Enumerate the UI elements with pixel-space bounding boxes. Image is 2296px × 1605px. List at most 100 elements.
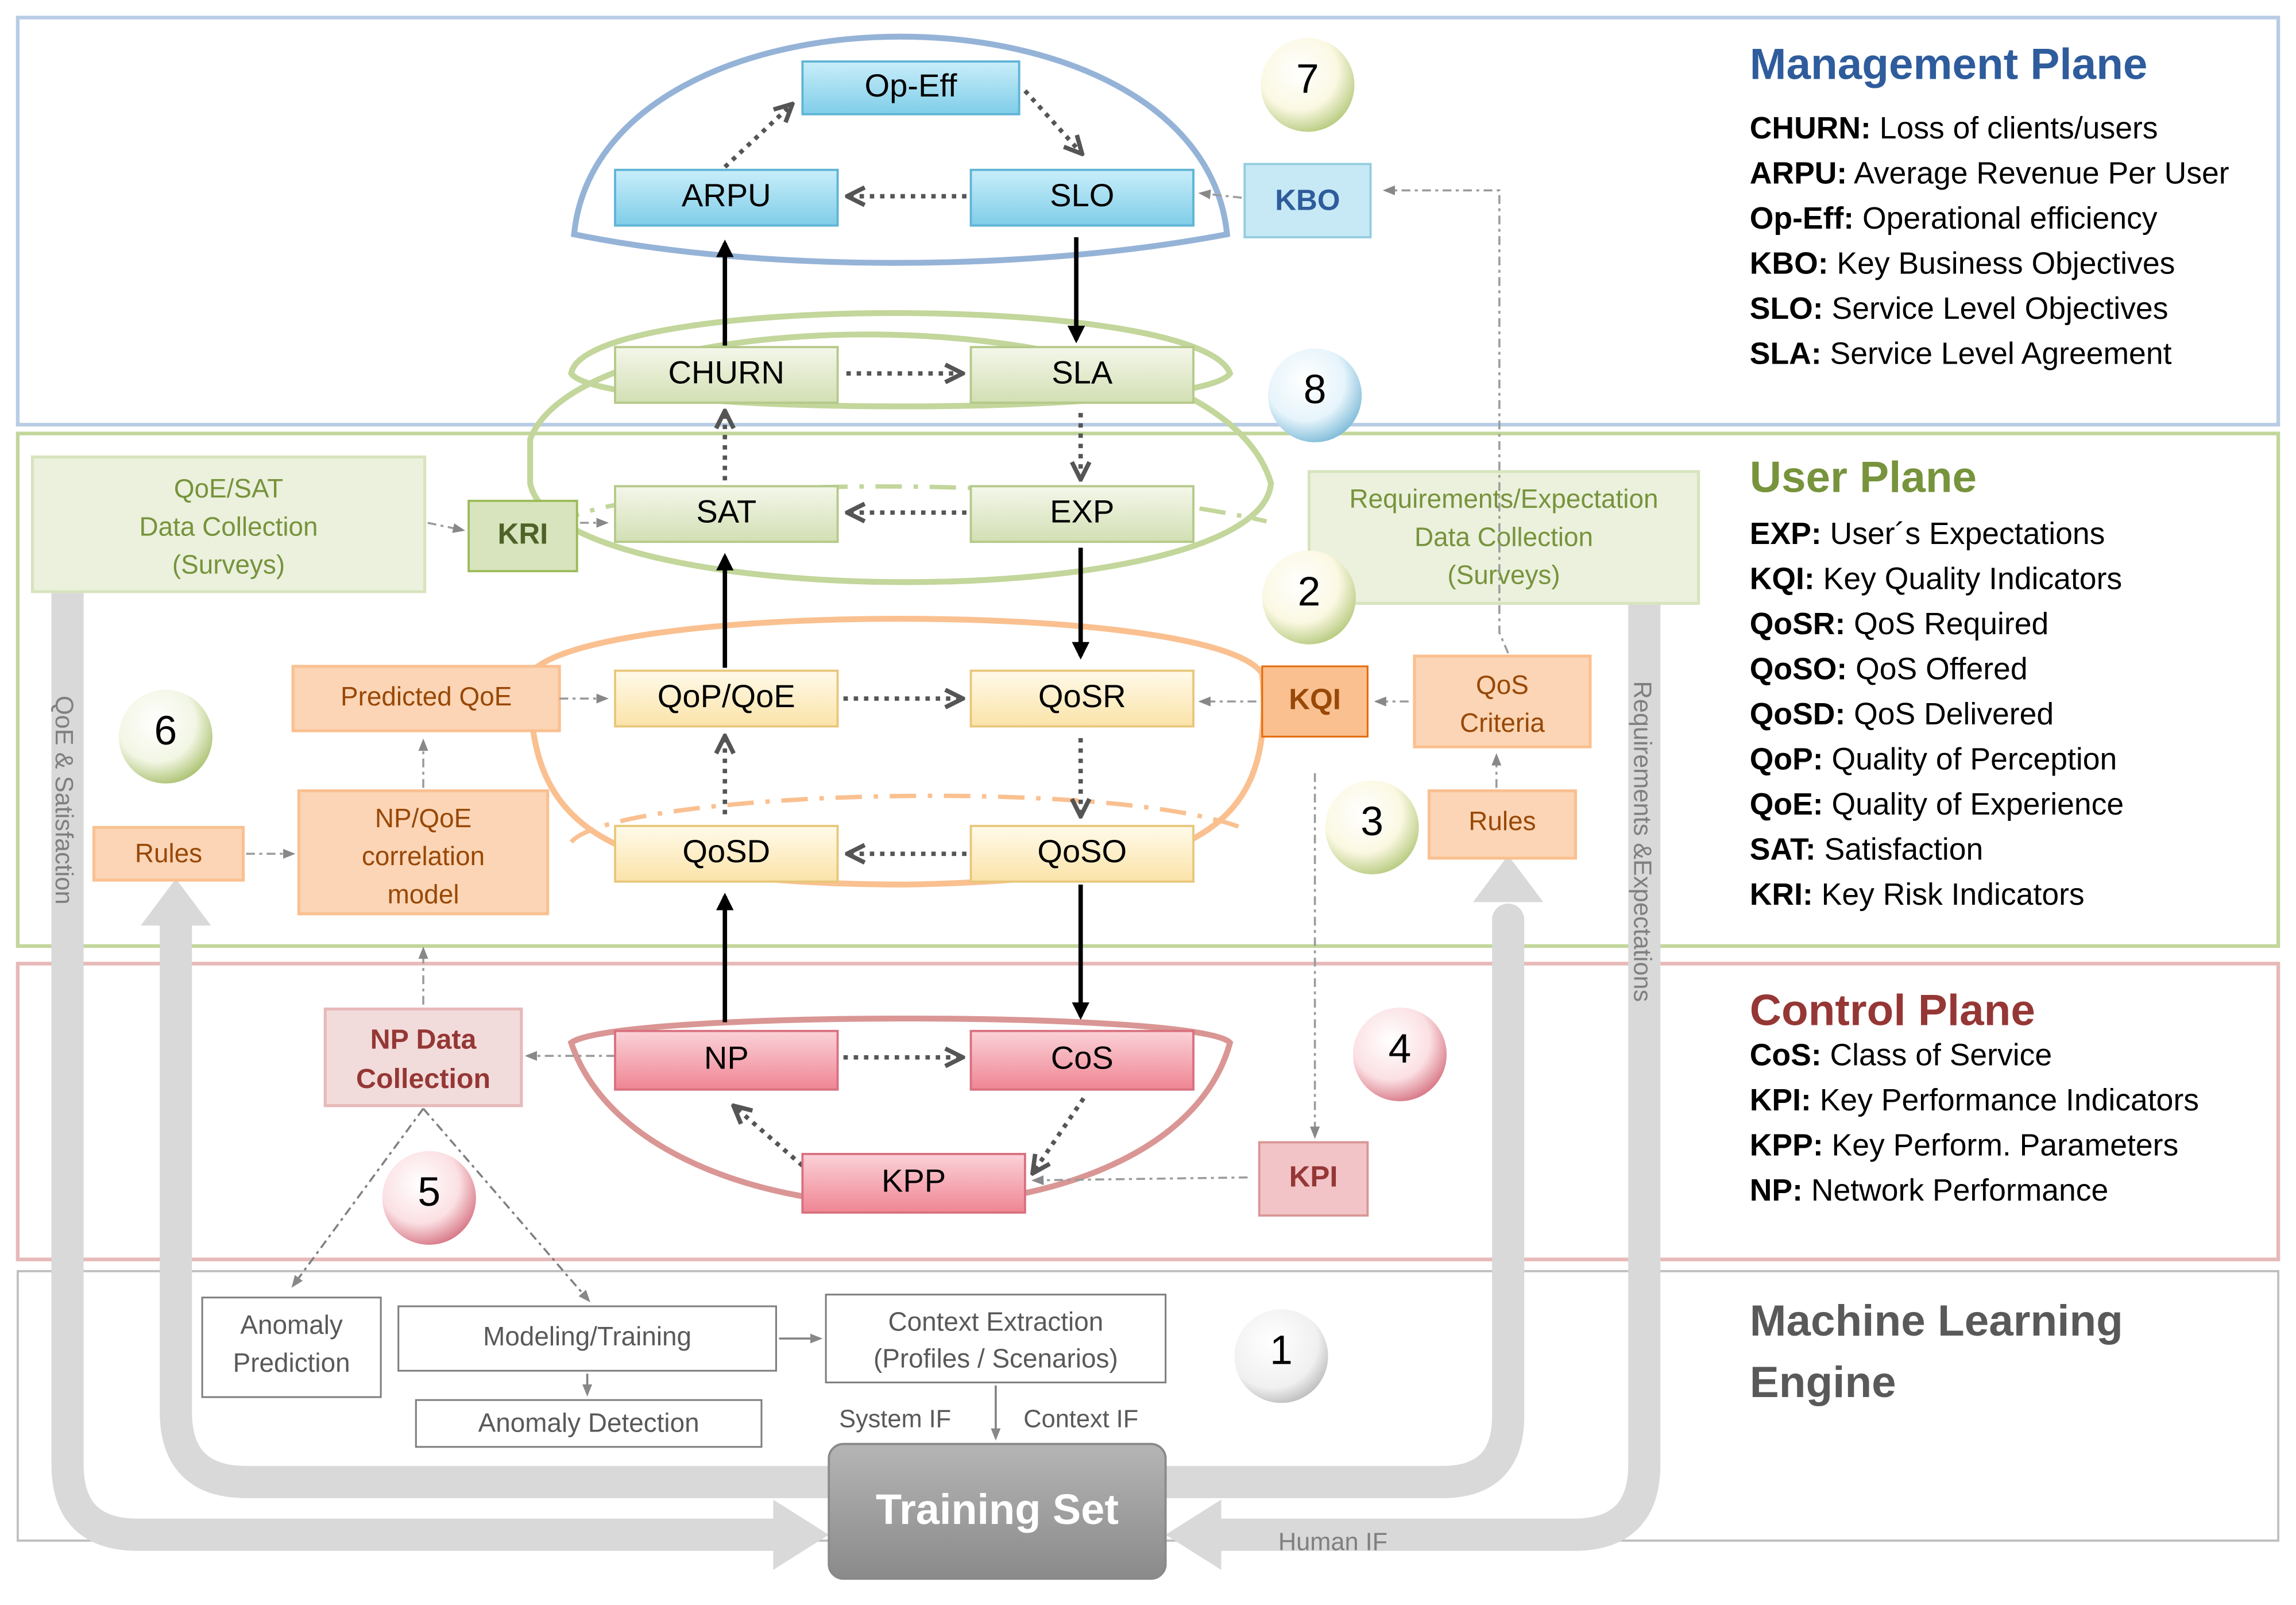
legend-term: NP: (1750, 1174, 1803, 1207)
rules-left-label: Rules (135, 838, 202, 868)
node-sla: SLA (969, 346, 1195, 404)
badge-8-number: 8 (1304, 366, 1327, 412)
context-extraction-line1: Context Extraction (888, 1307, 1103, 1337)
requirements-expectations-label: Requirements &Expectations (1628, 681, 1656, 1002)
system-if-label: System IF (839, 1405, 951, 1433)
qos-ring-dash (569, 793, 1246, 844)
node-op-eff: Op-Eff (801, 60, 1021, 115)
churn-label: CHURN (668, 354, 784, 390)
legend-entry-management-2: Op-Eff: Operational efficiency (1750, 202, 2158, 236)
node-kpi: KPI (1258, 1141, 1369, 1217)
legend-term: QoP: (1750, 743, 1823, 777)
node-qosd: QoSD (614, 824, 839, 883)
legend-term: SLO: (1750, 292, 1823, 326)
exp-label: EXP (1050, 493, 1114, 530)
control-plane-frame (16, 962, 2280, 1261)
slo-label: SLO (1050, 177, 1114, 213)
human-if-label: Human IF (1278, 1528, 1387, 1556)
qosr-label: QoSR (1038, 678, 1126, 714)
np-label: NP (704, 1040, 749, 1076)
user-plane-frame (16, 431, 2280, 948)
training-set-label: Training Set (876, 1486, 1119, 1533)
node-qoso: QoSO (969, 824, 1195, 883)
side-connectors (246, 185, 1509, 1186)
modeling-training-label: Modeling/Training (483, 1321, 691, 1351)
np-data-collection-box (323, 1007, 523, 1108)
qop-qoe-label: QoP/QoE (658, 678, 795, 714)
np-qoe-model-line1: NP/QoE (375, 803, 471, 833)
anomaly-prediction-line1: Anomaly (240, 1310, 343, 1340)
req-exp-line2: Data Collection (1414, 522, 1593, 551)
node-slo: SLO (969, 168, 1195, 227)
kbo-label: KBO (1275, 183, 1340, 216)
legend-desc: Operational efficiency (1854, 202, 2158, 236)
legend-term: EXP: (1750, 517, 1822, 551)
kpi-label: KPI (1289, 1160, 1338, 1193)
qoe-satisfaction-label: QoE & Satisfaction (50, 696, 78, 905)
legend-entry-user-2: QoSR: QoS Required (1750, 607, 2048, 641)
node-qosr: QoSR (969, 669, 1195, 728)
req-exp-collection-box (1307, 470, 1700, 605)
badge-1: 1 (1234, 1309, 1328, 1403)
badge-3-number: 3 (1360, 798, 1383, 844)
legend-term: KQI: (1750, 562, 1815, 596)
np-qoe-model-line2: correlation (362, 841, 485, 871)
qoe-sat-collection-box (30, 455, 427, 593)
solid-arrows (716, 237, 1090, 1023)
node-arpu: ARPU (614, 168, 839, 227)
legend-term: CHURN: (1750, 111, 1871, 145)
legend-desc: Key Quality Indicators (1815, 562, 2122, 596)
badge-1-number: 1 (1270, 1327, 1293, 1373)
node-np: NP (614, 1029, 839, 1091)
dotted-arrows (725, 89, 1084, 1171)
control-ring (567, 1016, 1234, 1209)
legend-term: KPI: (1750, 1083, 1811, 1117)
legend-desc: QoS Delivered (1845, 697, 2054, 731)
legend-desc: Satisfaction (1816, 833, 1984, 867)
qosd-label: QoSD (682, 833, 770, 869)
qos-criteria-box (1413, 654, 1592, 749)
legend-desc: Service Level Agreement (1822, 337, 2172, 371)
node-churn: CHURN (614, 346, 839, 404)
legend-entry-management-4: SLO: Service Level Objectives (1750, 292, 2169, 326)
kpp-label: KPP (882, 1163, 946, 1199)
legend-entry-management-5: SLA: Service Level Agreement (1750, 337, 2172, 371)
legend-entry-control-2: KPP: Key Perform. Parameters (1750, 1129, 2178, 1163)
ml-engine-title-line1: Machine Learning (1750, 1297, 2123, 1345)
qos-ring (527, 616, 1267, 888)
rules-right-flow (1152, 903, 1525, 1498)
legend-term: SAT: (1750, 833, 1816, 867)
legend-term: QoSD: (1750, 697, 1845, 731)
legend-desc: Key Risk Indicators (1813, 878, 2085, 912)
node-kqi: KQI (1261, 665, 1369, 738)
node-kpp: KPP (801, 1152, 1026, 1214)
rules-left-flow (160, 903, 845, 1498)
node-exp: EXP (969, 485, 1195, 543)
modeling-training-box (397, 1305, 777, 1372)
user-sat-ring (527, 331, 1274, 585)
legend-desc: Class of Service (1822, 1039, 2053, 1072)
np-qoe-model-line3: model (388, 879, 459, 909)
legend-term: KBO: (1750, 247, 1829, 281)
badge-4-number: 4 (1389, 1025, 1412, 1071)
node-kri: KRI (467, 499, 578, 573)
legend-entry-user-8: KRI: Key Risk Indicators (1750, 878, 2085, 912)
legend-entry-user-6: QoE: Quality of Experience (1750, 788, 2124, 821)
qoso-label: QoSO (1037, 833, 1127, 869)
management-dome (571, 33, 1231, 266)
rules-left-box (92, 825, 245, 882)
legend-entry-management-1: ARPU: Average Revenue Per User (1750, 157, 2229, 191)
qos-criteria-line1: QoS (1476, 670, 1529, 700)
legend-entry-management-3: KBO: Key Business Objectives (1750, 247, 2175, 281)
legend-desc: Key Performance Indicators (1811, 1083, 2199, 1117)
legend-entry-control-0: CoS: Class of Service (1750, 1039, 2052, 1072)
rules-right-box (1427, 789, 1577, 860)
legend-entry-control-3: NP: Network Performance (1750, 1174, 2109, 1207)
user-plane-title: User Plane (1750, 453, 1977, 501)
node-kbo: KBO (1243, 163, 1372, 238)
qoe-satisfaction-flow (51, 569, 795, 1551)
legend-desc: QoS Offered (1847, 653, 2027, 686)
